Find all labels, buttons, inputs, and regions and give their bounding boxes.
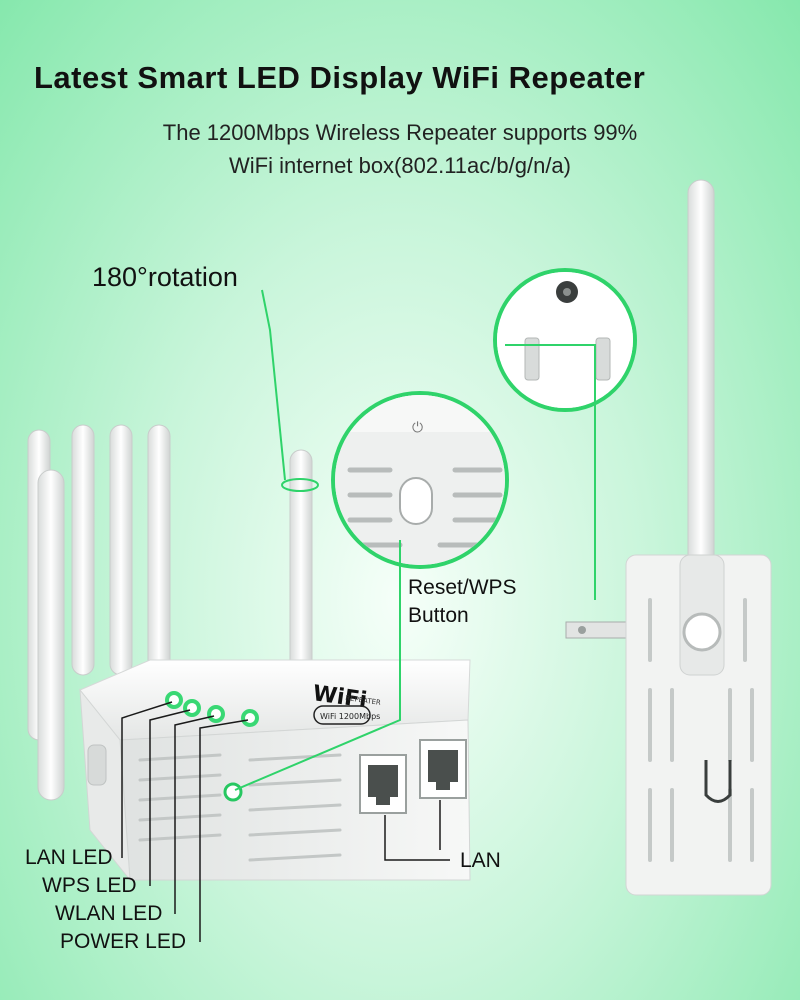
lan-led-label: LAN LED [25, 846, 113, 869]
subtitle-line-1: The 1200Mbps Wireless Repeater supports … [162, 120, 638, 145]
wps-led [183, 699, 201, 717]
subtitle-line-2: WiFi internet box(802.11ac/b/g/n/a) [229, 153, 571, 178]
side-view-device [565, 179, 772, 896]
led-indicators [165, 691, 259, 727]
zoom-plug [493, 268, 637, 412]
device-logo: WiFi REPEATER WiFi 1200Mbps [311, 681, 381, 725]
antenna [289, 449, 313, 681]
wps-button [223, 782, 243, 802]
power-led-label: POWER LED [60, 930, 187, 953]
antenna-group [27, 424, 313, 801]
antenna [109, 424, 133, 676]
badge-text: WiFi 1200Mbps [320, 712, 380, 721]
power-led [241, 709, 259, 727]
reset-wps-label-line-1: Reset/WPS [408, 576, 517, 599]
antenna [687, 179, 715, 621]
wps-led-label: WPS LED [42, 874, 137, 897]
page-subtitle: The 1200Mbps Wireless Repeater supports … [0, 116, 800, 182]
repeater-device [79, 659, 471, 882]
lan-label: LAN [460, 849, 501, 872]
page-title: Latest Smart LED Display WiFi Repeater [34, 60, 646, 95]
antenna [37, 469, 65, 801]
antenna [71, 424, 95, 676]
rotation-label: 180°rotation [92, 262, 238, 292]
reset-wps-label: Reset/WPS Button [408, 574, 517, 630]
antenna [147, 424, 171, 686]
lan-led [165, 691, 183, 709]
reset-wps-label-line-2: Button [408, 604, 469, 627]
lan-ports [359, 739, 467, 814]
svg-text:⏻: ⏻ [412, 420, 423, 436]
zoom-reset-button: ⏻ [331, 391, 509, 569]
wlan-led [207, 705, 225, 723]
led-callout-lines [121, 701, 450, 942]
wlan-led-label: WLAN LED [55, 902, 163, 925]
callout-lines [234, 289, 596, 791]
